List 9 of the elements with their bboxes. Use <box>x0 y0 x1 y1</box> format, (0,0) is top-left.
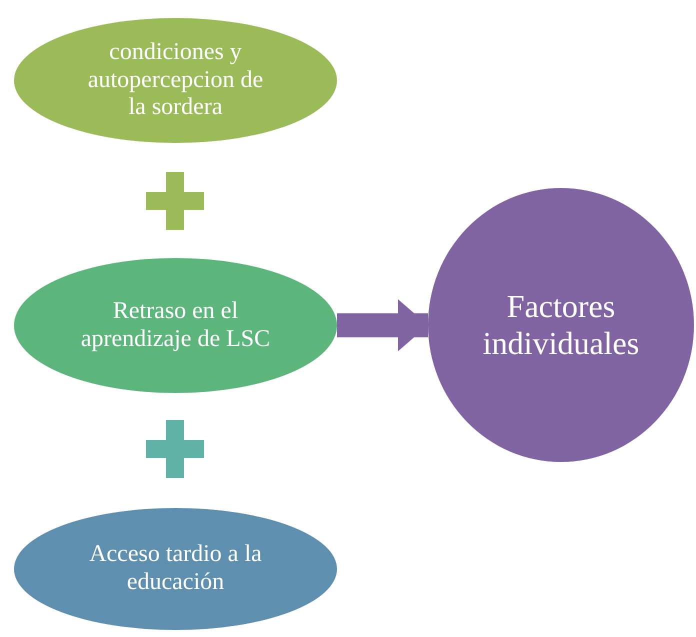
circle-node <box>428 188 694 462</box>
ellipse-node <box>14 18 337 143</box>
block-arrow <box>337 299 428 352</box>
node-label: Factores individuales <box>482 288 640 362</box>
ellipse-node <box>14 508 337 630</box>
ellipse-node <box>14 258 337 393</box>
node-label: Retraso en el aprendizaje de LSC <box>80 298 272 354</box>
node-label: Acceso tardio a la educación <box>88 541 263 597</box>
node-label: condiciones y autopercepcion de la sordera <box>86 39 264 122</box>
